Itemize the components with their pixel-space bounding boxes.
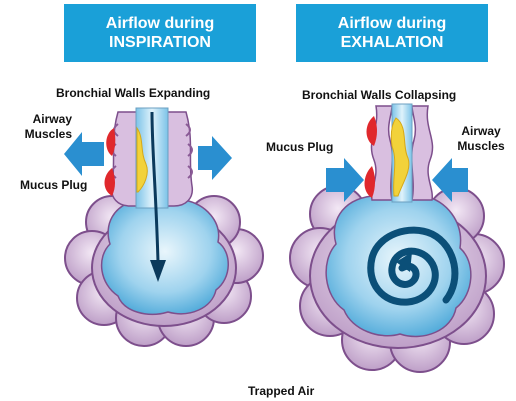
right-airway-label-line2: Muscles <box>456 139 506 154</box>
inspiration-airway-muscle-2 <box>105 168 116 196</box>
exhalation-caption: Bronchial Walls Collapsing <box>302 88 456 103</box>
left-airway-muscles-label: Airway Muscles <box>22 112 72 142</box>
right-airway-label-line1: Airway <box>456 124 506 139</box>
inspiration-caption: Bronchial Walls Expanding <box>56 86 210 101</box>
inspiration-airway <box>64 108 263 346</box>
exhalation-airway-muscle-1 <box>367 116 378 146</box>
exhalation-bronchial-wall-right <box>412 106 433 200</box>
exhalation-airway-muscle-2 <box>365 166 376 198</box>
inspiration-arrow-right-icon <box>198 136 232 180</box>
inspiration-air-space <box>102 200 229 314</box>
left-airway-label-line2: Muscles <box>22 127 72 142</box>
left-mucus-plug-label: Mucus Plug <box>20 178 87 193</box>
exhalation-air-space <box>326 196 471 336</box>
left-airway-label-line1: Airway <box>22 112 72 127</box>
trapped-air-label: Trapped Air <box>248 384 314 399</box>
right-airway-muscles-label: Airway Muscles <box>456 124 506 154</box>
right-mucus-plug-label: Mucus Plug <box>266 140 333 155</box>
